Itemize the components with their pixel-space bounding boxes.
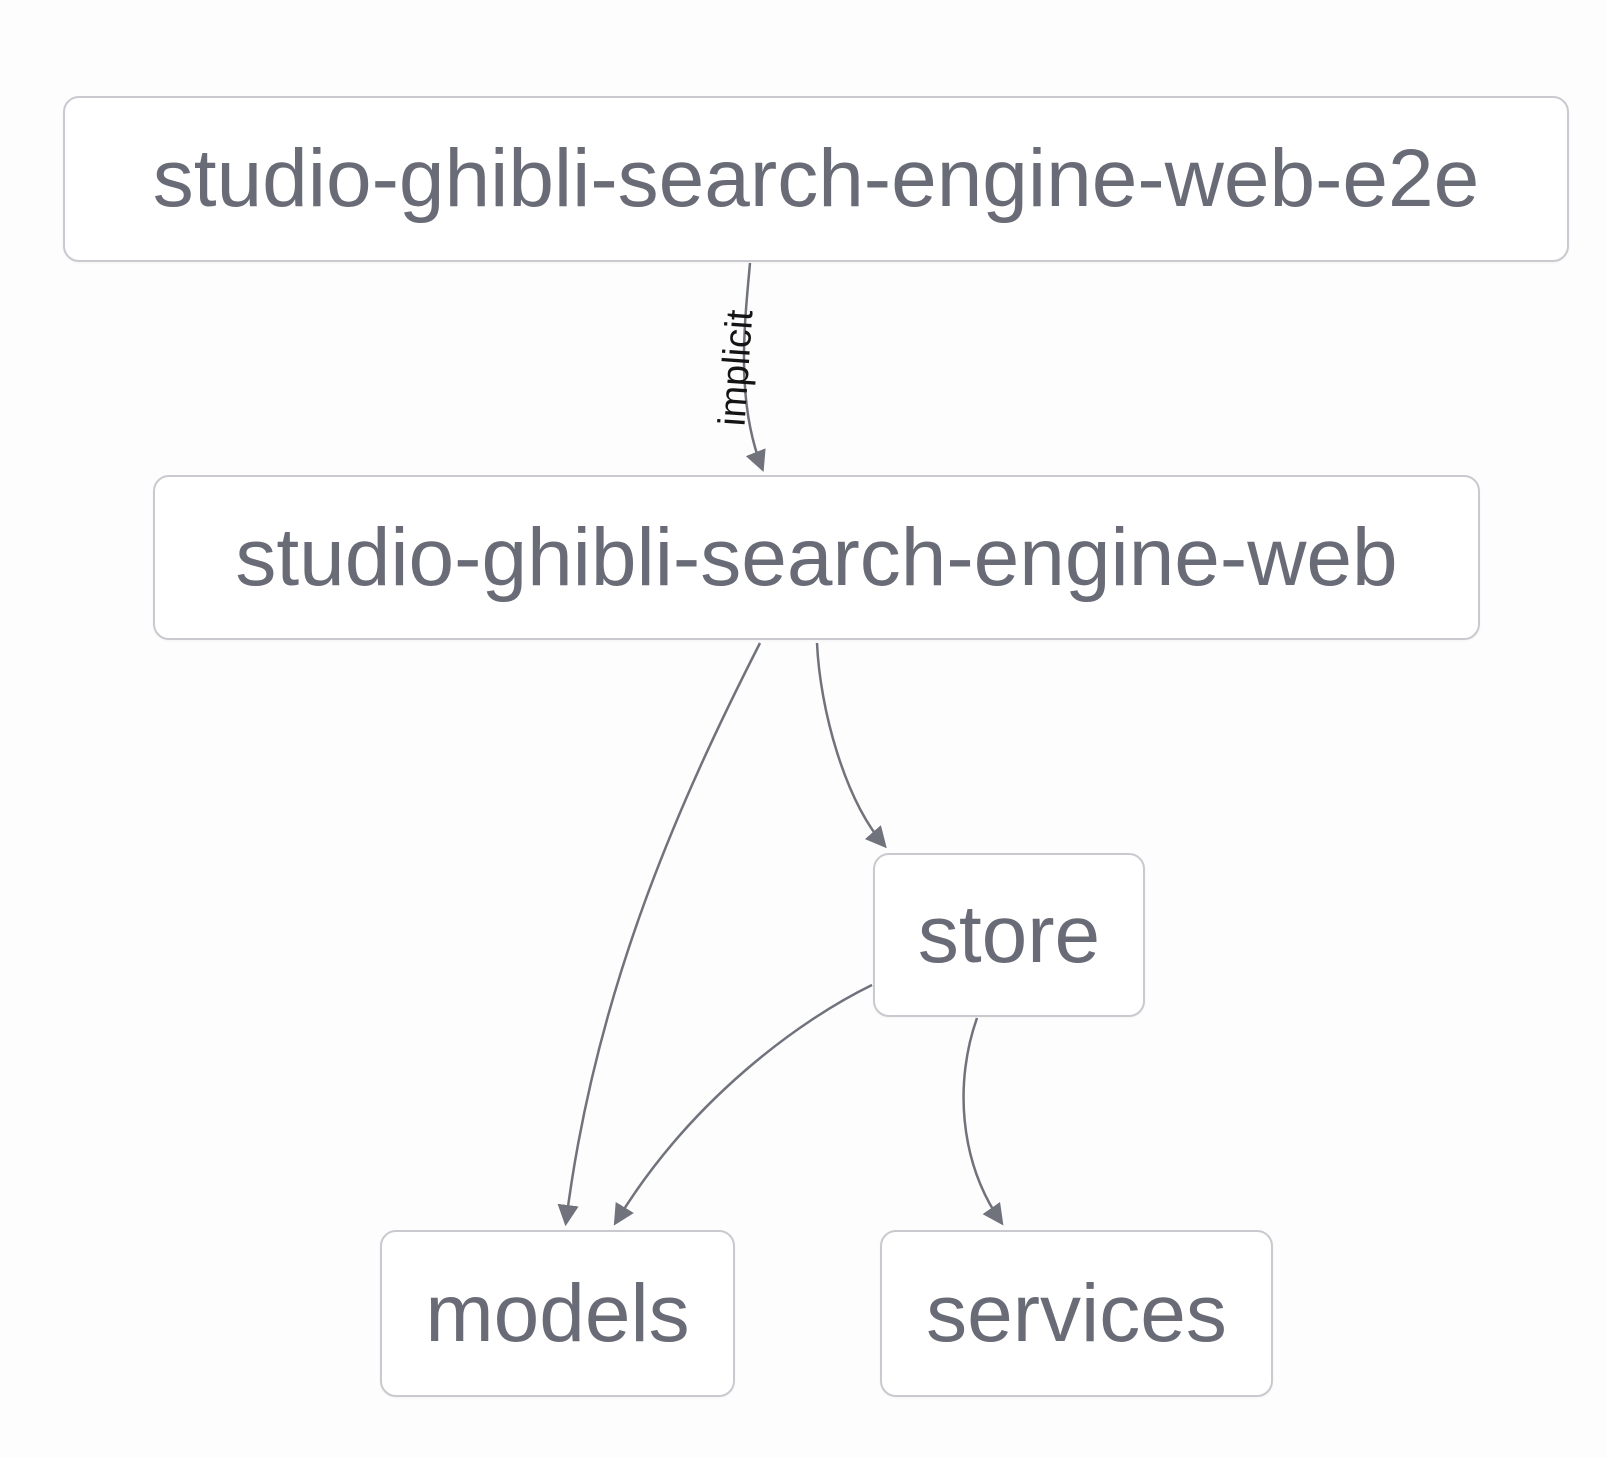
- node-store[interactable]: store: [873, 853, 1145, 1017]
- node-studio-ghibli-search-engine-web[interactable]: studio-ghibli-search-engine-web: [153, 475, 1480, 640]
- edge-store-to-services: [962, 1017, 1004, 1226]
- node-label: models: [425, 1267, 690, 1359]
- node-label: store: [917, 889, 1101, 980]
- node-label: studio-ghibli-search-engine-web: [235, 511, 1398, 603]
- edge-store-to-models: [613, 983, 873, 1226]
- node-label: services: [926, 1267, 1227, 1359]
- node-services[interactable]: services: [880, 1230, 1273, 1397]
- node-studio-ghibli-search-engine-web-e2e[interactable]: studio-ghibli-search-engine-web-e2e: [63, 96, 1569, 262]
- edge-label-implicit: implicit: [711, 308, 762, 428]
- edge-web-to-models: [557, 642, 762, 1227]
- node-label: studio-ghibli-search-engine-web-e2e: [152, 133, 1480, 224]
- node-models[interactable]: models: [380, 1230, 735, 1397]
- edge-e2e-to-web: [742, 262, 766, 472]
- edge-web-to-store: [815, 642, 887, 849]
